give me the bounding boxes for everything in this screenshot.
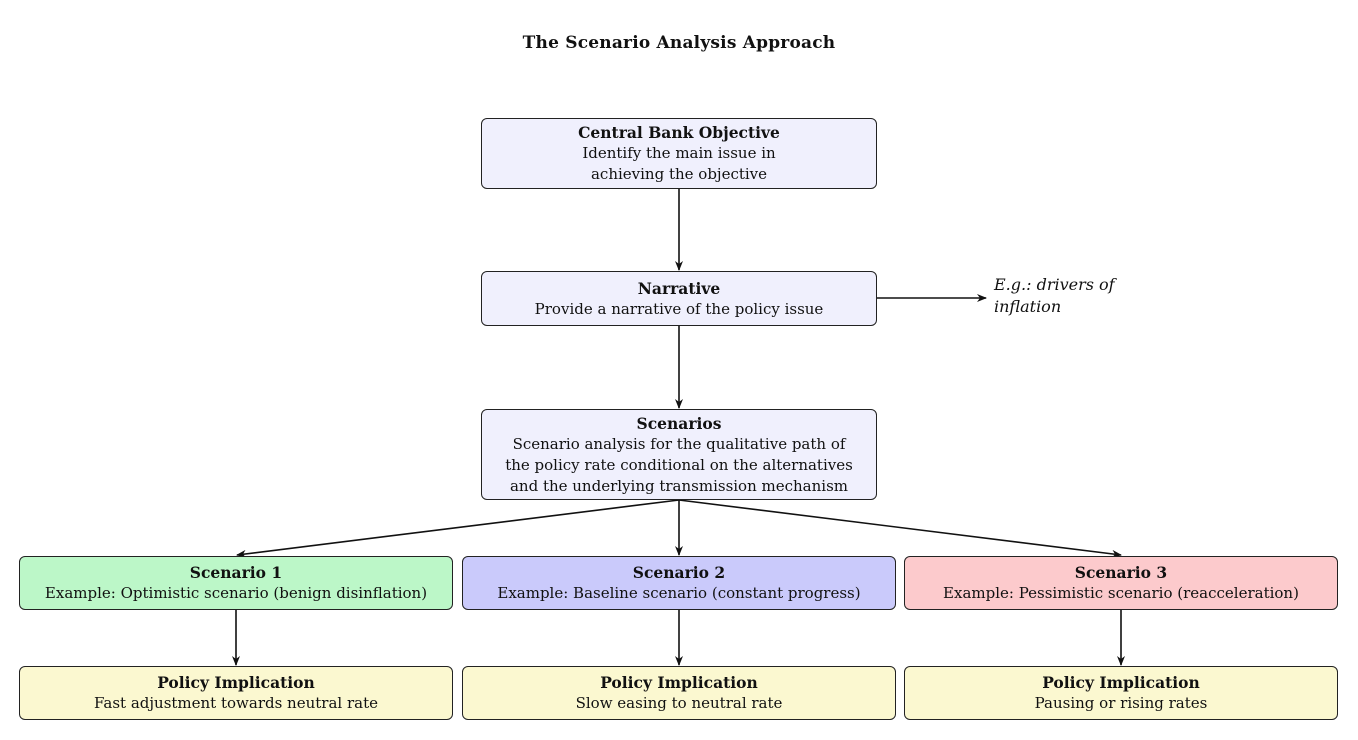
node-heading: Scenario 2	[632, 563, 726, 582]
node-text-line: Fast adjustment towards neutral rate	[94, 694, 378, 712]
node-scenario-3: Scenario 3 Example: Pessimistic scenario…	[904, 556, 1338, 610]
diagram-title: The Scenario Analysis Approach	[522, 33, 836, 53]
node-policy-implication-1: Policy Implication Fast adjustment towar…	[19, 666, 453, 720]
note-line: E.g.: drivers of	[994, 275, 1115, 294]
node-text-line: Scenario analysis for the qualitative pa…	[512, 434, 846, 453]
node-text-line: Slow easing to neutral rate	[575, 694, 783, 712]
note-line: inflation	[994, 297, 1062, 316]
node-text-line: Example: Pessimistic scenario (reacceler…	[943, 584, 1299, 602]
node-heading: Central Bank Objective	[578, 123, 780, 142]
node-heading: Policy Implication	[1042, 673, 1200, 692]
node-heading: Scenarios	[636, 413, 722, 433]
node-central-bank-objective: Central Bank Objective Identify the main…	[481, 118, 877, 189]
node-policy-implication-3: Policy Implication Pausing or rising rat…	[904, 666, 1338, 720]
node-text-line: Identify the main issue in	[582, 144, 776, 162]
node-text-line: the policy rate conditional on the alter…	[505, 455, 853, 474]
node-heading: Scenario 1	[189, 563, 283, 582]
node-heading: Policy Implication	[600, 673, 758, 692]
node-narrative: Narrative Provide a narrative of the pol…	[481, 271, 877, 326]
node-text-line: Example: Optimistic scenario (benign dis…	[44, 584, 428, 602]
node-policy-implication-2: Policy Implication Slow easing to neutra…	[462, 666, 896, 720]
node-text-line: Provide a narrative of the policy issue	[534, 299, 824, 318]
node-heading: Narrative	[637, 278, 721, 298]
narrative-example-note: E.g.: drivers of inflation	[994, 274, 1154, 318]
node-heading: Scenario 3	[1074, 563, 1168, 582]
node-text-line: and the underlying transmission mechanis…	[509, 476, 849, 495]
edge-scenarios-scenario3	[678, 499, 1122, 558]
node-text-line: Pausing or rising rates	[1034, 694, 1208, 712]
node-scenario-1: Scenario 1 Example: Optimistic scenario …	[19, 556, 453, 610]
node-text-line: Example: Baseline scenario (constant pro…	[497, 584, 861, 602]
edge-scenarios-scenario1	[236, 499, 680, 558]
node-scenario-2: Scenario 2 Example: Baseline scenario (c…	[462, 556, 896, 610]
node-heading: Policy Implication	[157, 673, 315, 692]
node-text-line: achieving the objective	[590, 165, 768, 183]
node-scenarios: Scenarios Scenario analysis for the qual…	[481, 409, 877, 500]
